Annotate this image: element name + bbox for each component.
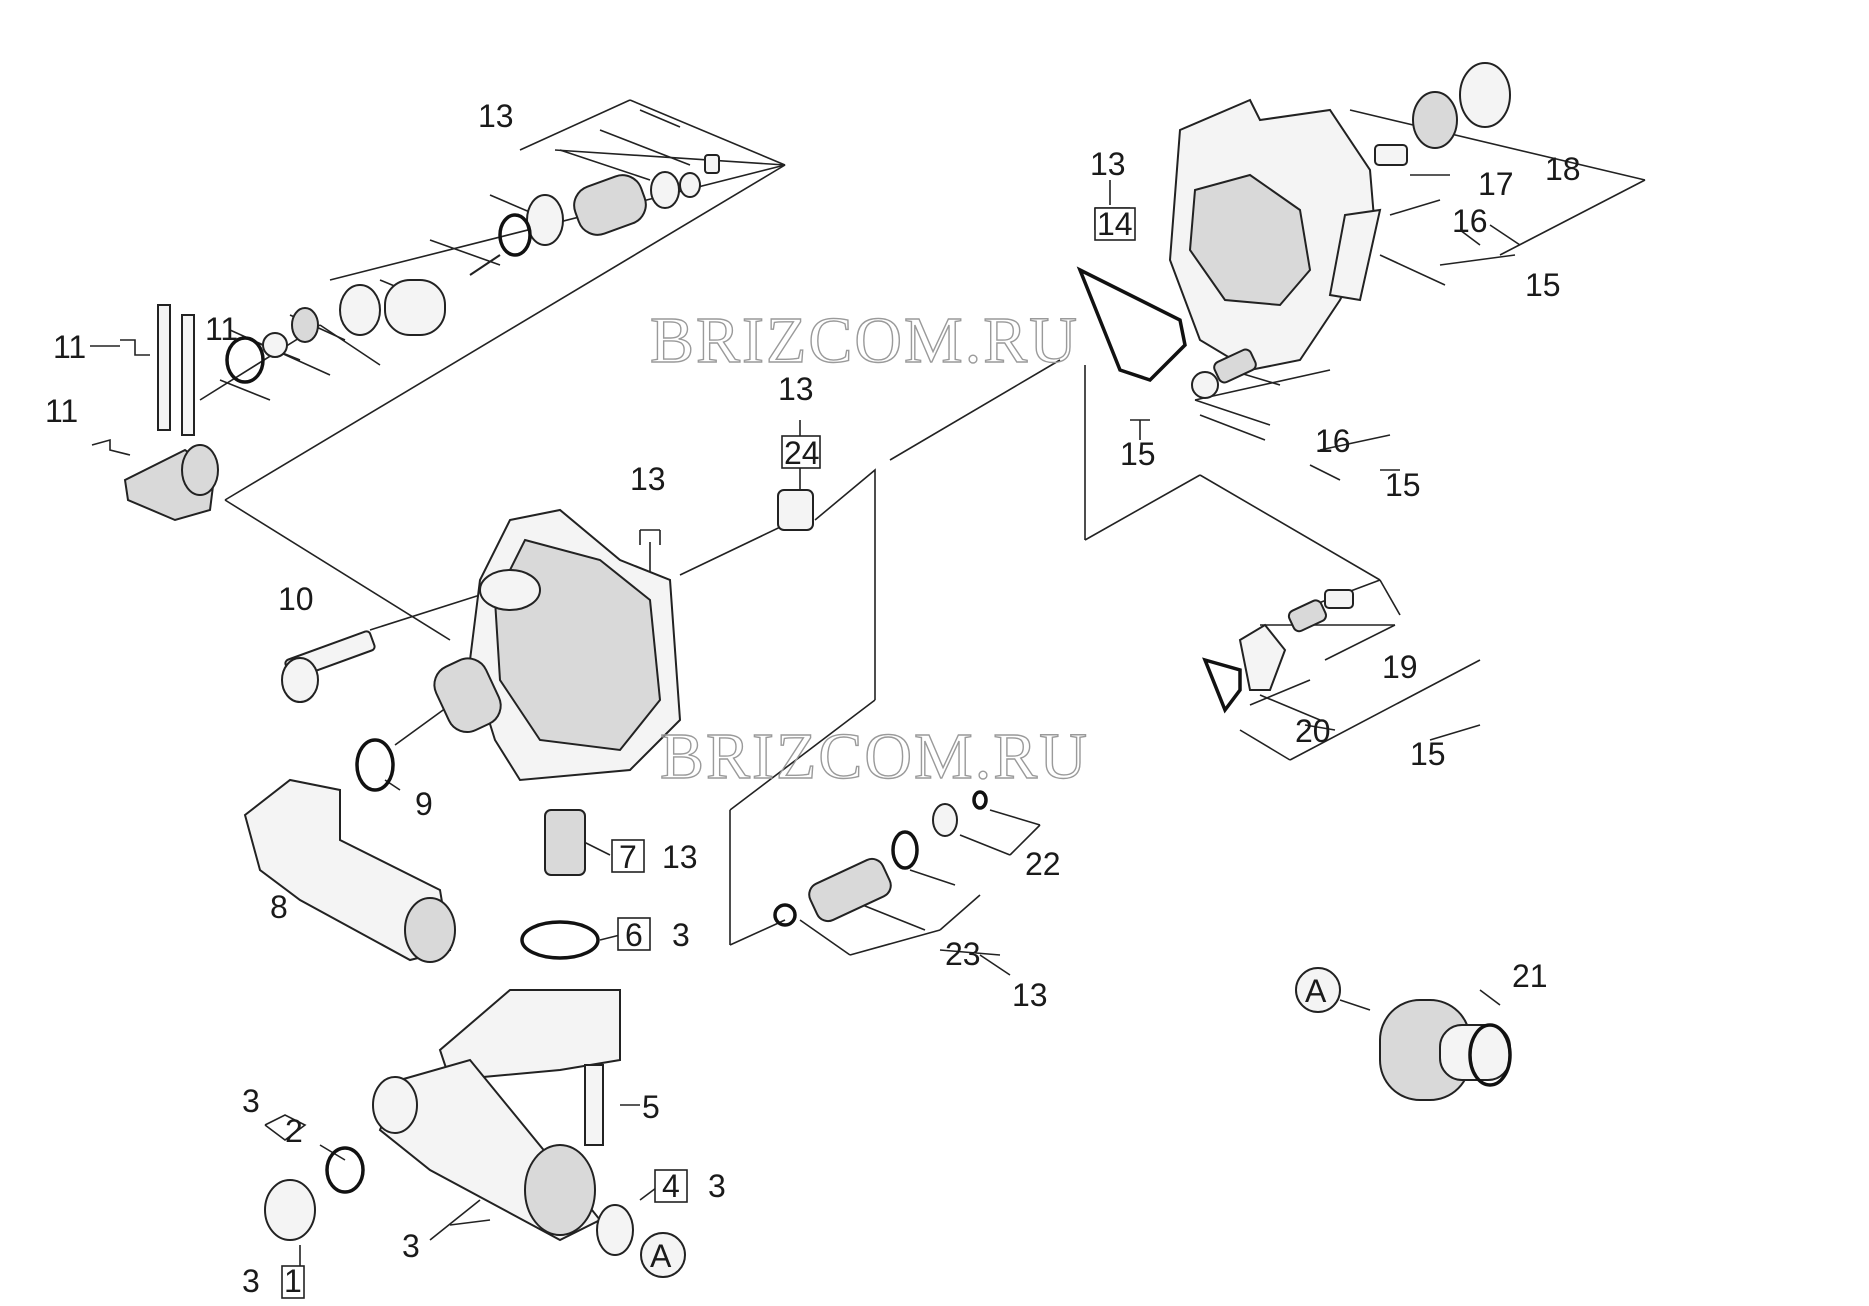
svg-text:A: A <box>1305 973 1327 1009</box>
valve-19 <box>1324 589 1354 609</box>
callout-13: 13 <box>1012 977 1048 1013</box>
bearing-17 <box>1412 91 1458 149</box>
pipe-elbow <box>243 778 456 963</box>
callout-16: 16 <box>1452 203 1488 239</box>
svg-text:A: A <box>650 1238 672 1274</box>
connector-mark-a1: A <box>1295 967 1341 1013</box>
connector-mark-a2: A <box>640 1232 686 1278</box>
callout-19: 19 <box>1382 649 1418 685</box>
callout-1: 1 <box>284 1263 302 1299</box>
callout-3: 3 <box>708 1168 726 1204</box>
callout-11: 11 <box>45 393 78 429</box>
watermark-bottom: BRIZCOM.RU <box>660 720 1089 793</box>
pump-housing <box>433 508 682 782</box>
callout-16: 16 <box>1315 423 1351 459</box>
callout-13: 13 <box>1090 146 1126 182</box>
callout-15: 15 <box>1385 467 1421 503</box>
callout-15: 15 <box>1410 736 1446 772</box>
callout-2: 2 <box>285 1113 303 1149</box>
callout-5: 5 <box>642 1089 660 1125</box>
watermark-top: BRIZCOM.RU <box>650 304 1079 377</box>
callout-7: 7 <box>619 839 637 875</box>
plug <box>264 1179 316 1241</box>
callout-4: 4 <box>662 1168 680 1204</box>
ring-20 <box>1202 657 1242 714</box>
o-ring-2 <box>325 1146 365 1194</box>
o-ring-6 <box>520 920 600 960</box>
callout-15: 15 <box>1525 267 1561 303</box>
valve-insert <box>544 809 586 876</box>
callout-11: 11 <box>53 329 86 365</box>
valve-set-23 <box>773 790 988 927</box>
valve-assembly-top <box>225 154 720 384</box>
callout-11: 11 <box>205 311 238 347</box>
callout-3: 3 <box>242 1083 260 1119</box>
callout-14: 14 <box>1097 206 1133 242</box>
callout-6: 6 <box>625 917 643 953</box>
cylinder-head <box>1168 98 1382 372</box>
spring-19 <box>1287 599 1327 633</box>
spring-16 <box>1213 348 1257 384</box>
callout-21: 21 <box>1512 958 1548 994</box>
callout-24: 24 <box>784 435 820 471</box>
callout-13: 13 <box>630 461 666 497</box>
callout-3: 3 <box>402 1228 420 1264</box>
callout-boxes <box>281 207 1136 1299</box>
filter <box>596 1204 634 1256</box>
parts: A A <box>123 62 1512 1278</box>
plate-20 <box>1238 623 1287 691</box>
fitting-16 <box>1374 144 1408 166</box>
callout-labels: 13 11 11 11 10 13 13 24 9 8 7 13 6 3 3 2… <box>45 98 1581 1299</box>
callout-17: 17 <box>1478 166 1514 202</box>
callout-3: 3 <box>672 917 690 953</box>
leader-lines <box>90 99 1646 1285</box>
callout-20: 20 <box>1295 713 1331 749</box>
valve-block-left <box>123 444 219 522</box>
callout-13: 13 <box>662 839 698 875</box>
part-24 <box>777 489 814 531</box>
callout-23: 23 <box>945 936 981 972</box>
callout-15: 15 <box>1120 436 1156 472</box>
callout-22: 22 <box>1025 846 1061 882</box>
hose-connector-21 <box>1379 999 1512 1101</box>
callout-10: 10 <box>278 581 314 617</box>
gasket-14 <box>1076 266 1187 383</box>
o-ring-9 <box>355 738 395 792</box>
callout-8: 8 <box>270 889 288 925</box>
valve-16 <box>1191 371 1219 399</box>
callout-3: 3 <box>242 1263 260 1299</box>
bolt <box>281 630 376 703</box>
cap-18 <box>1459 62 1511 128</box>
rods <box>157 304 195 436</box>
callout-9: 9 <box>415 786 433 822</box>
callout-13: 13 <box>478 98 514 134</box>
callout-18: 18 <box>1545 151 1581 187</box>
callout-13: 13 <box>778 371 814 407</box>
inlet-housing <box>372 989 621 1242</box>
